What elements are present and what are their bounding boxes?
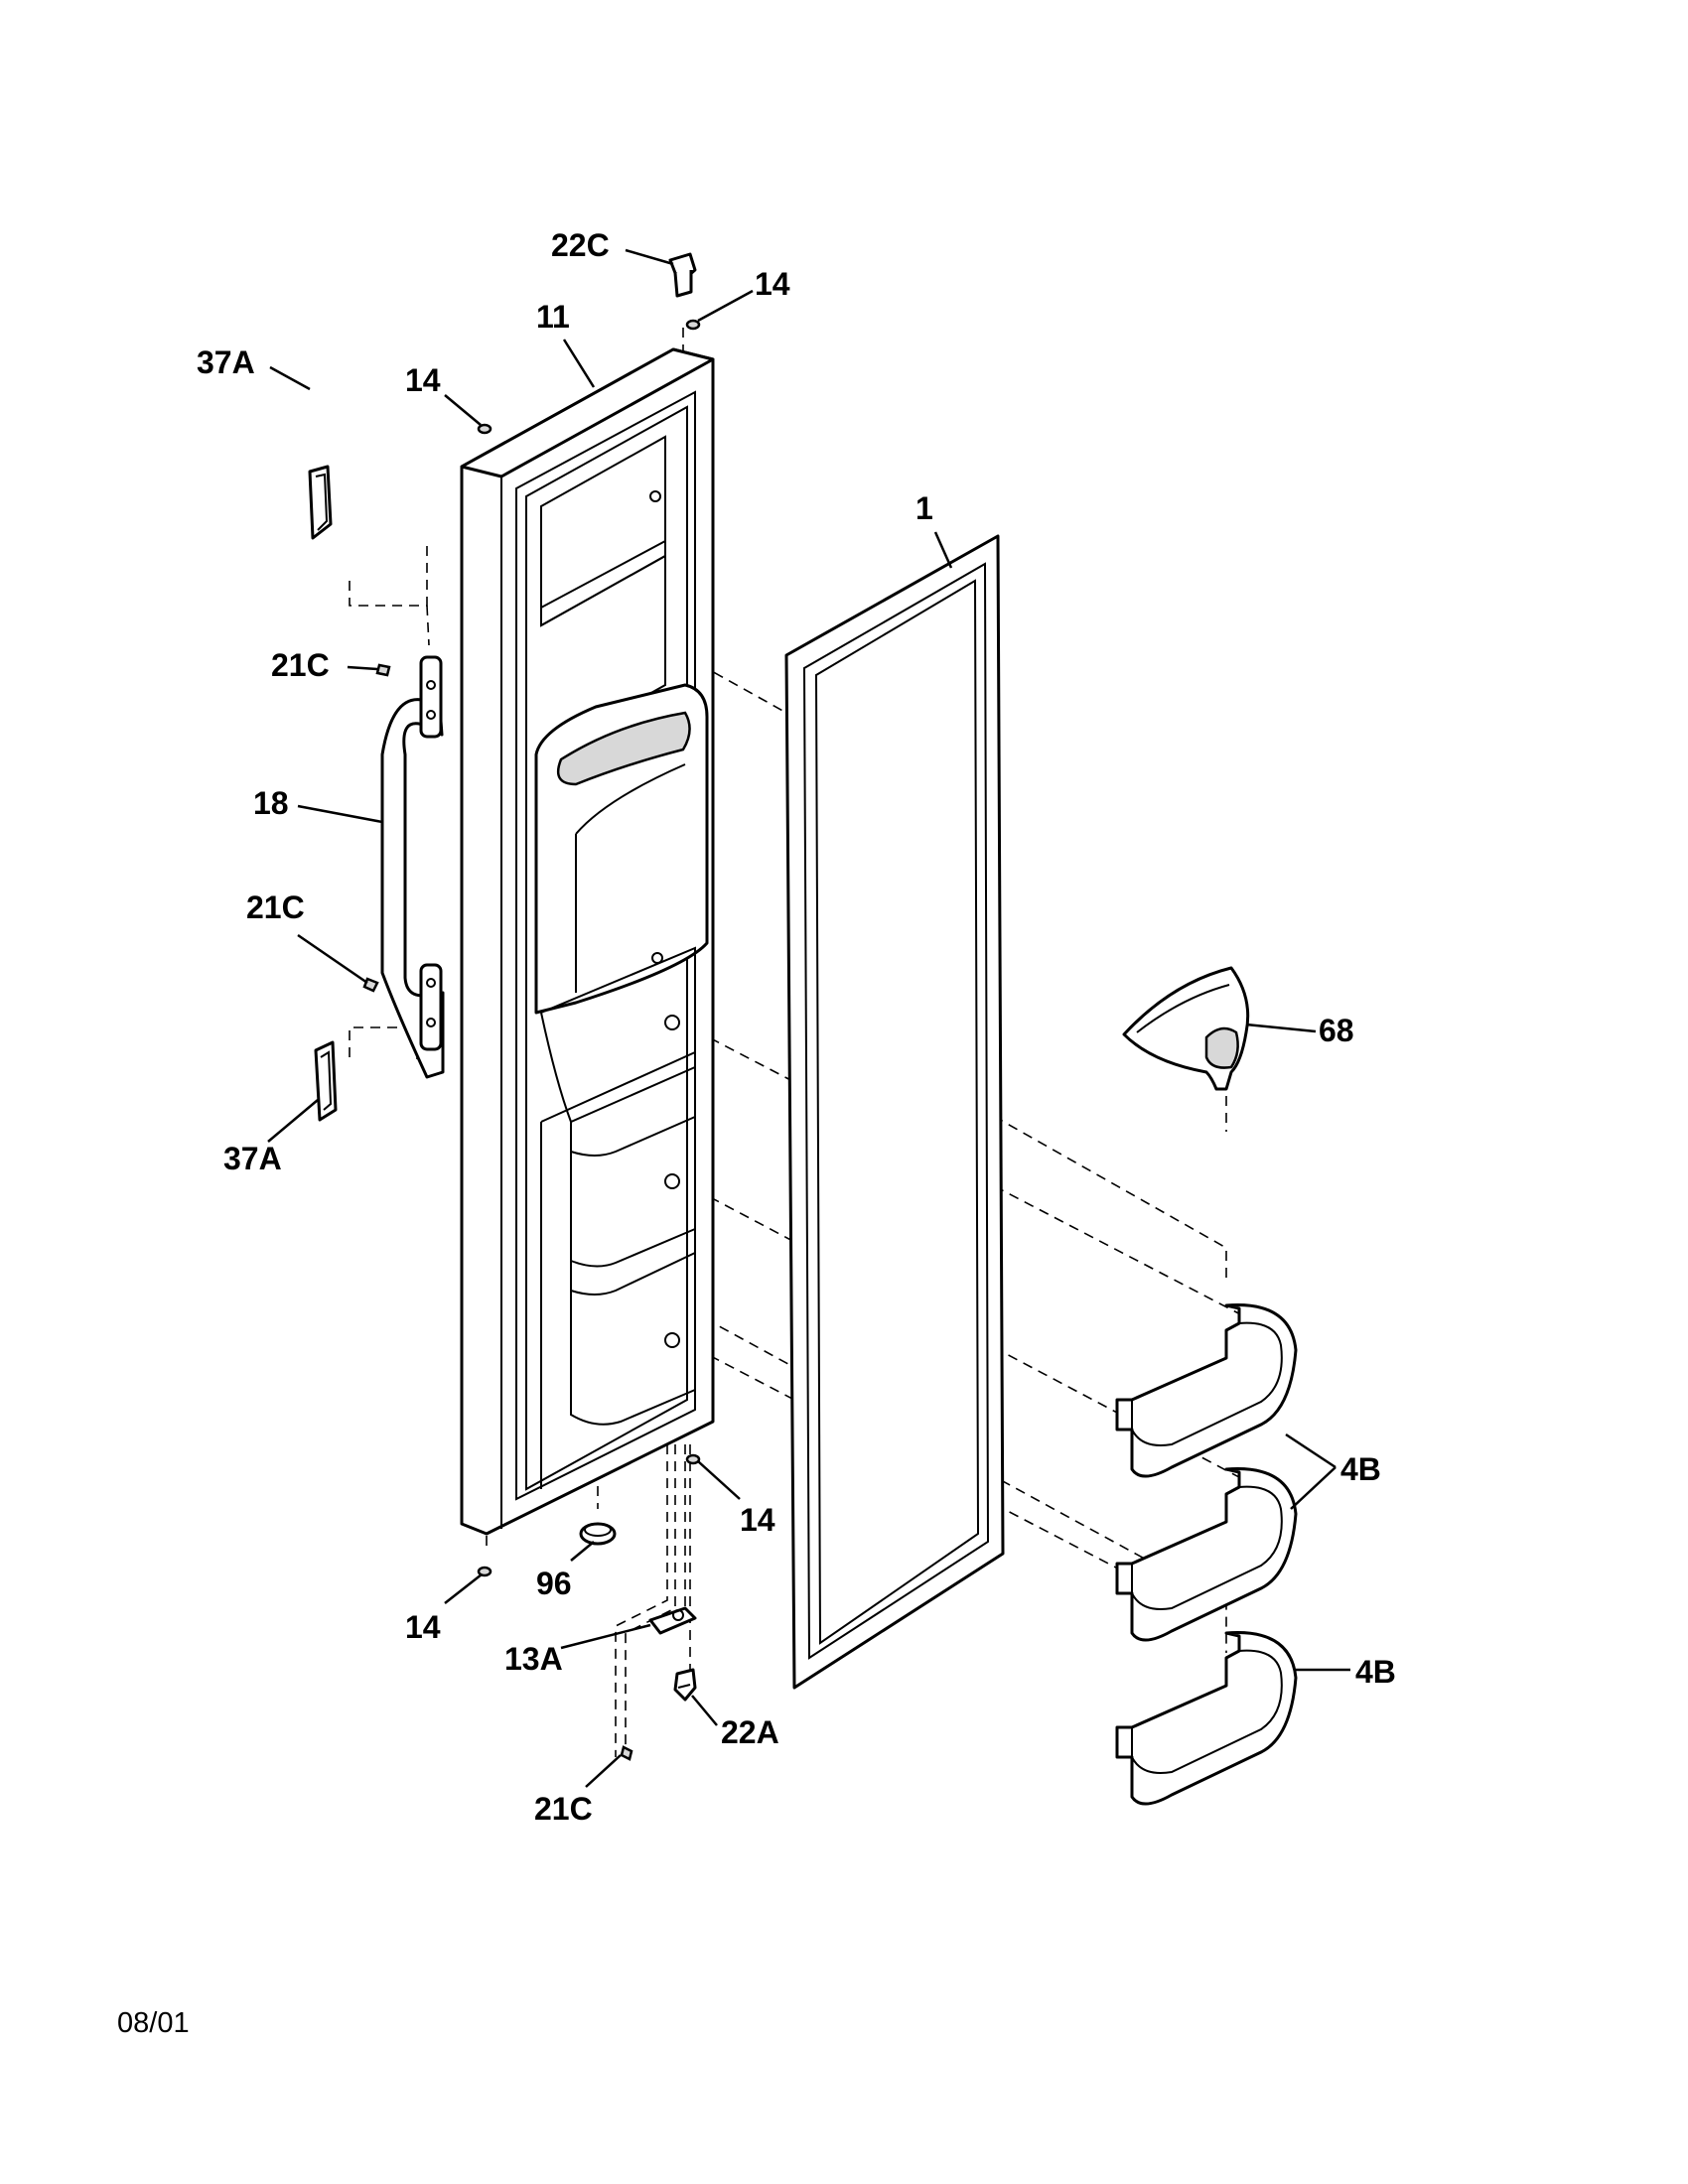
callout-14-top-right: 14 [755, 266, 790, 302]
door-bin-4b-3 [1115, 1631, 1298, 1806]
callout-22a: 22A [721, 1714, 779, 1750]
callout-22c-top: 22C [551, 227, 610, 263]
callout-68: 68 [1319, 1013, 1354, 1048]
callout-14-bottom-left: 14 [405, 1609, 441, 1645]
callout-4b-upper: 4B [1340, 1451, 1381, 1487]
screw-21c-upper [375, 663, 391, 677]
handle-18 [380, 655, 445, 1079]
callout-4b-lower: 4B [1355, 1654, 1396, 1690]
washer-14-bottom-right [685, 1453, 701, 1465]
plug-96 [579, 1522, 617, 1546]
callout-labels: 22C 14 11 14 37A 1 21C 18 21C 68 37A 4B … [197, 227, 1396, 1827]
gasket-1 [784, 534, 1005, 1690]
callout-18: 18 [253, 785, 289, 821]
callout-14-bottom-right: 14 [740, 1502, 775, 1538]
callout-13a: 13A [504, 1641, 563, 1677]
callout-21c-bottom: 21C [534, 1791, 593, 1827]
callout-21c-upper: 21C [271, 647, 330, 683]
door-panel-11 [460, 347, 715, 1536]
hinge-pin-22a [673, 1668, 697, 1702]
screw-21c-bottom [620, 1745, 633, 1761]
washer-14-bottom-left [477, 1566, 492, 1577]
callout-14-top-left: 14 [405, 362, 441, 398]
washer-14-top-left [477, 423, 492, 435]
door-bin-4b-1 [1115, 1303, 1298, 1478]
callout-1: 1 [915, 490, 933, 526]
door-bin-4b-2 [1115, 1467, 1298, 1642]
leader-lines [267, 248, 1350, 1788]
callout-21c-lower: 21C [246, 889, 305, 925]
hinge-pin-22c [668, 252, 697, 298]
callout-11: 11 [536, 299, 570, 335]
handle-trim-37a-top [308, 465, 333, 540]
callout-37a-top: 37A [197, 344, 255, 380]
shelf-cup-68 [1122, 966, 1250, 1091]
footer-date: 08/01 [117, 2007, 190, 2039]
hinge-bracket-13a [648, 1606, 697, 1635]
callout-37a-bottom: 37A [223, 1141, 282, 1176]
washer-14-top-right [685, 319, 701, 331]
handle-trim-37a-bottom [314, 1040, 338, 1122]
callout-96: 96 [536, 1566, 572, 1601]
